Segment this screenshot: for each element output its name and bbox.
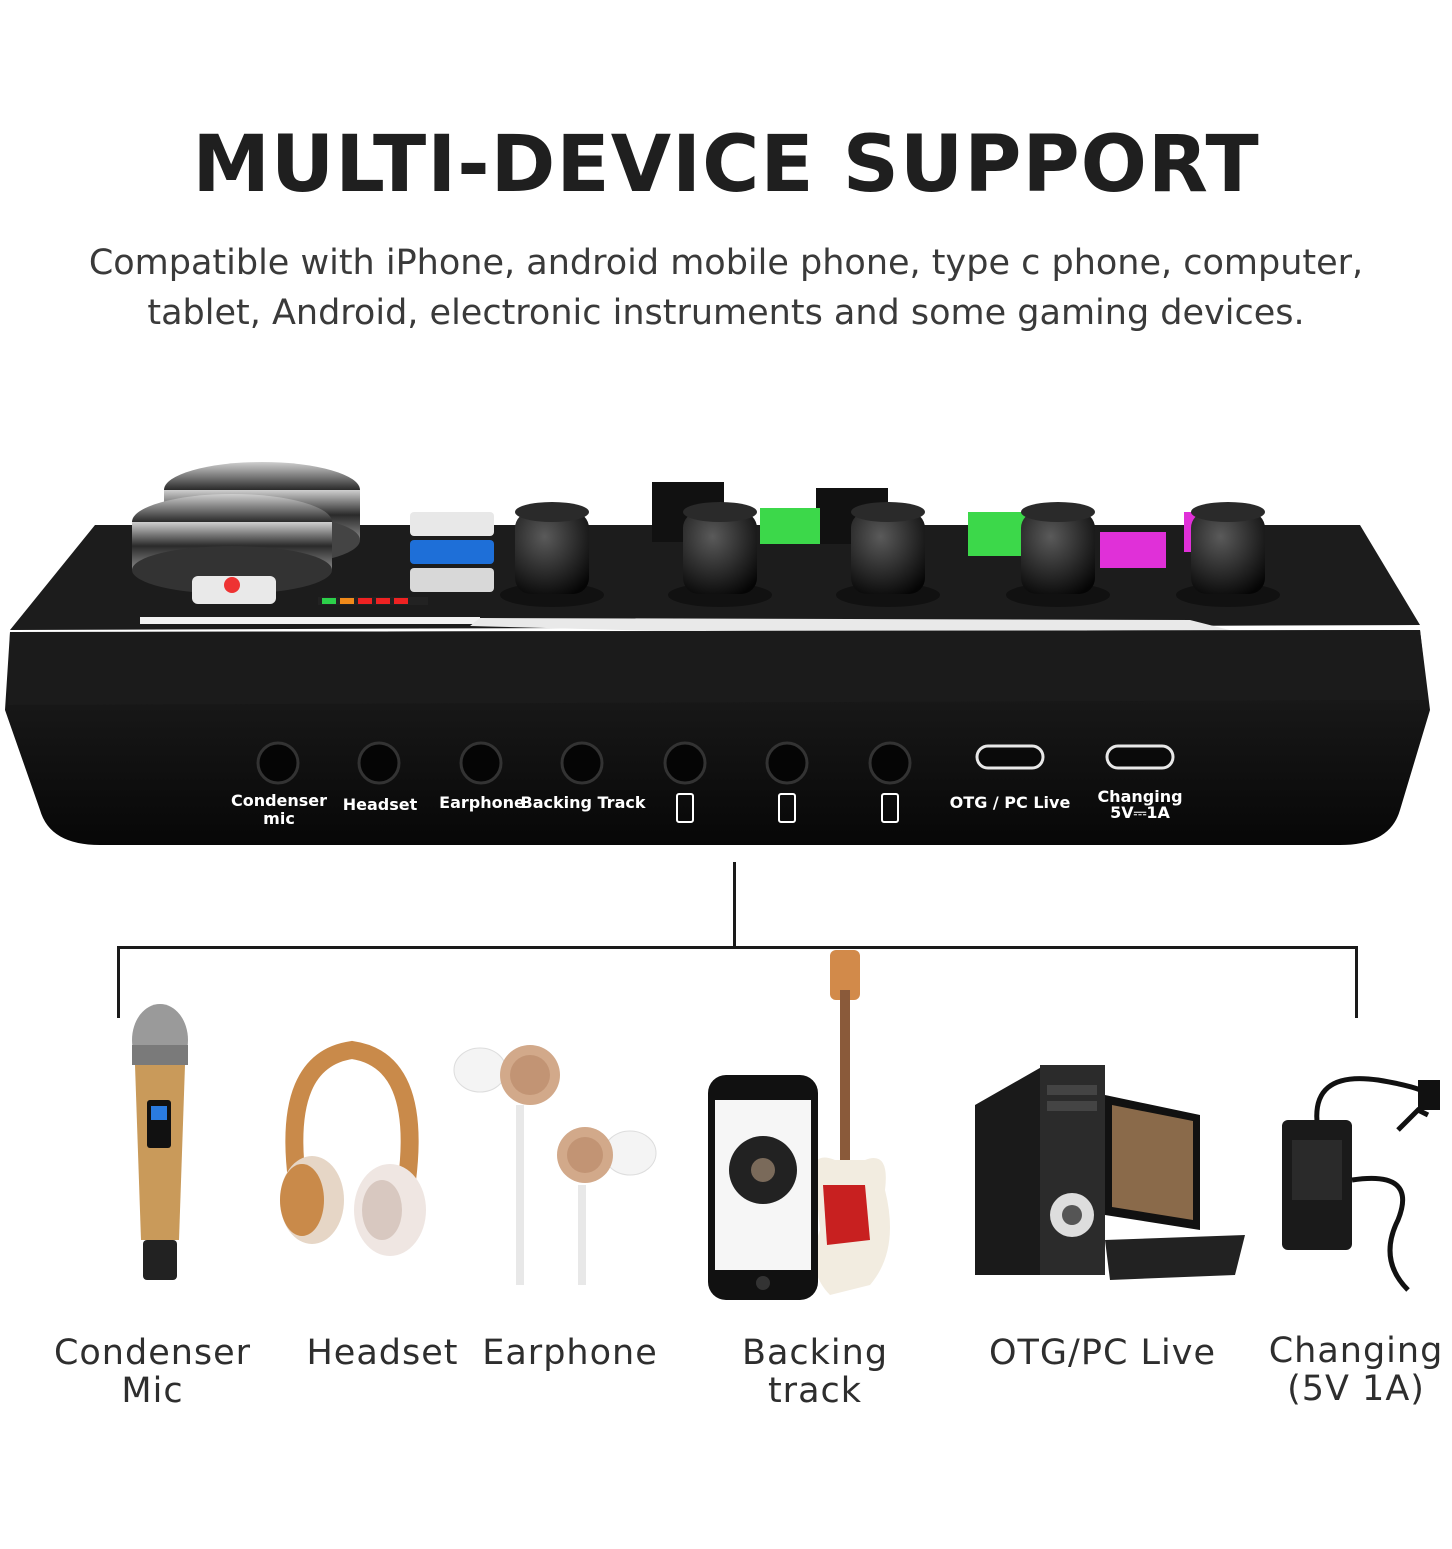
- jack-phone-1: [663, 741, 707, 785]
- connector-horizontal: [117, 946, 1358, 949]
- device-label-changing-line2: (5V 1A): [1287, 1369, 1425, 1409]
- power-icon: [224, 577, 240, 593]
- usb-c-port-otg: [975, 744, 1045, 770]
- earphones-icon: [453, 1045, 657, 1285]
- knob-1: [500, 502, 604, 607]
- headphones-icon: [280, 1040, 426, 1256]
- connector-vertical: [733, 862, 736, 948]
- computer-icon: [975, 1065, 1245, 1280]
- knob-5: [1176, 502, 1280, 607]
- port-label-changing-2: 5V⎓1A: [1110, 803, 1170, 822]
- port-label-backing-track: Backing Track: [521, 793, 646, 812]
- device-label-otg-pc-live: OTG/PC Live: [989, 1333, 1216, 1373]
- phone-icon: [778, 793, 796, 823]
- port-label-earphone: Earphone: [439, 793, 525, 812]
- connector-right-drop: [1355, 946, 1358, 1018]
- page-subtitle: Compatible with iPhone, android mobile p…: [40, 238, 1412, 338]
- device-label-headset: Headset: [306, 1333, 459, 1373]
- device-label-backing-track: Backing track: [741, 1333, 889, 1411]
- jack-phone-2: [765, 741, 809, 785]
- phone-icon: [676, 793, 694, 823]
- device-label-condenser-mic: Condenser Mic: [53, 1333, 252, 1411]
- knob-3: [836, 502, 940, 607]
- subtitle-line-1: Compatible with iPhone, android mobile p…: [88, 243, 1364, 283]
- jack-condenser-mic: [256, 741, 300, 785]
- port-label-changing-1: Changing: [1097, 787, 1182, 806]
- device-label-changing-line1: Changing: [1268, 1331, 1444, 1371]
- port-label-condenser-1: Condenser: [231, 791, 327, 810]
- knob-2: [668, 502, 772, 607]
- jack-phone-3: [868, 741, 912, 785]
- connector-left-drop: [117, 946, 120, 1018]
- power-adapter-icon: [1282, 1076, 1440, 1292]
- port-label-headset: Headset: [343, 795, 418, 814]
- subtitle-line-2: tablet, Android, electronic instruments …: [147, 293, 1305, 333]
- jack-headset: [357, 741, 401, 785]
- jack-earphone: [459, 741, 503, 785]
- page-title: MULTI-DEVICE SUPPORT: [192, 120, 1260, 210]
- device-label-changing: Changing (5V 1A): [1262, 1332, 1450, 1408]
- usb-c-port-power: [1105, 744, 1175, 770]
- knob-4: [1006, 502, 1110, 607]
- microphone-icon: [132, 1004, 188, 1280]
- volume-knob-front: [132, 494, 332, 594]
- port-label-otg: OTG / PC Live: [950, 793, 1071, 812]
- port-label-condenser-2: mic: [263, 809, 295, 828]
- audio-mixer-illustration: Condenser mic Headset Earphone Backing T…: [5, 462, 1430, 845]
- device-label-earphone: Earphone: [482, 1333, 658, 1373]
- jack-backing-track: [560, 741, 604, 785]
- phone-guitar-icon: [708, 950, 890, 1300]
- phone-icon: [881, 793, 899, 823]
